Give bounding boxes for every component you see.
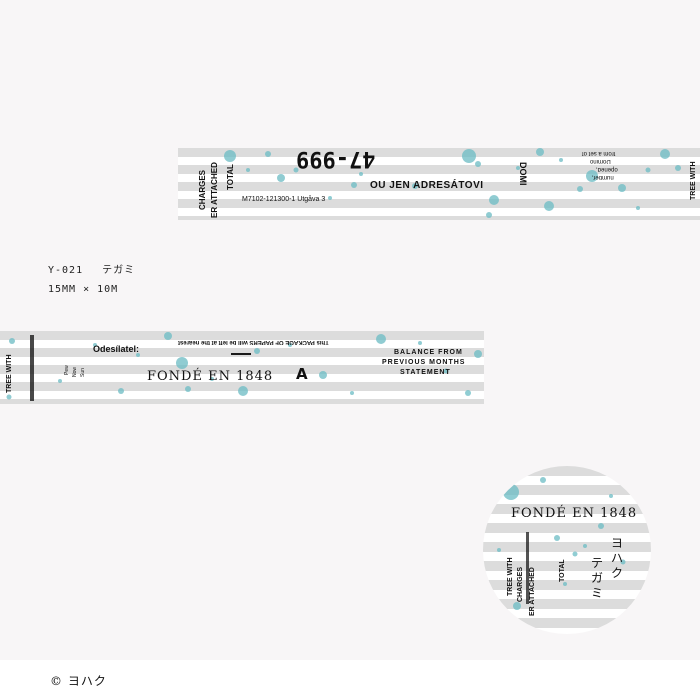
balance-line-2: PREVIOUS MONTHS [382, 359, 466, 366]
number-upside-down: 47-999 [296, 148, 376, 171]
product-code: Y-021 [48, 265, 84, 276]
balance-line-3: STATEMENT [400, 369, 451, 376]
attached-label: ER ATTACHED [529, 567, 536, 616]
tree-with-label: TREE WITH [6, 354, 13, 394]
total-label: TOTAL [559, 559, 566, 582]
ink-splash-pattern [6, 332, 482, 401]
charges-label: CHARGES [517, 566, 524, 602]
fonde-text: FONDÉ EN 1848 [511, 506, 638, 521]
tree-with-label: TREE WITH [690, 161, 697, 201]
product-name-vertical: テガミ [591, 556, 604, 600]
letter-a: A [296, 365, 308, 383]
product-size: 15MM × 10M [48, 284, 119, 295]
ink-splash-pattern [497, 477, 626, 610]
number-word: number, [592, 174, 614, 180]
washi-tape-strip-top: 47-999 CHARGES ER ATTACHED TOTAL OU JEN … [178, 148, 700, 220]
small-label-1: Pew [64, 365, 70, 375]
balance-line-1: BALANCE FROM [394, 349, 463, 356]
product-name: テガミ [102, 265, 136, 276]
domino-text: from a set of [582, 150, 616, 156]
copyright: © ヨハク [50, 674, 107, 688]
footer-band [0, 660, 700, 700]
charges-label: CHARGES [198, 169, 207, 210]
small-label-3: Sun [80, 368, 86, 377]
total-label: TOTAL [226, 164, 235, 190]
domino-word: Domino [590, 158, 611, 164]
package-note: This PACKAGE OF PAPERS will be left at t… [178, 339, 329, 345]
adresatovi-text: OU JEN ADRESÁTOVI [370, 180, 484, 191]
domi-text: DOMI [518, 162, 528, 186]
fonde-text: FONDÉ EN 1848 [147, 369, 274, 384]
tape-detail-circle: FONDÉ EN 1848 TREE WITH CHARGES ER ATTAC… [483, 466, 651, 634]
brand-vertical: ヨハク [611, 536, 624, 580]
opened-word: opened, [596, 166, 618, 172]
product-info: Y-021 テガミ [48, 261, 147, 276]
reference-code: M7102-121300-1 Utgåva 3 [242, 196, 326, 203]
washi-tape-strip-bottom: TREE WITH Odesílatel: This PACKAGE OF PA… [0, 331, 484, 404]
ink-splash-pattern [224, 148, 681, 218]
attached-label: ER ATTACHED [210, 162, 219, 218]
tree-with-label: TREE WITH [507, 557, 514, 597]
small-label-2: Now [72, 366, 78, 377]
odesilatel-label: Odesílatel: [93, 344, 140, 354]
